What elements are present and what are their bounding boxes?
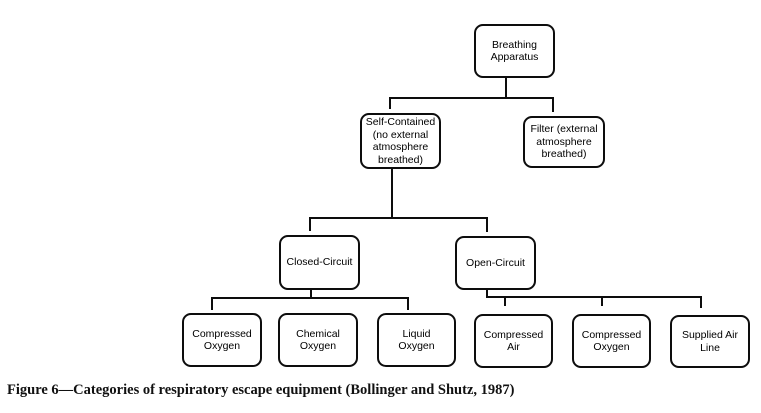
node-compressed-oxygen-closed: Compressed Oxygen — [182, 313, 262, 367]
node-filter: Filter (external atmosphere breathed) — [523, 116, 605, 168]
node-compressed-oxygen-open: Compressed Oxygen — [572, 314, 651, 368]
node-breathing-apparatus: Breathing Apparatus — [474, 24, 555, 78]
node-self-contained: Self-Contained (no external atmosphere b… — [360, 113, 441, 169]
node-supplied-air-line: Supplied Air Line — [670, 315, 750, 368]
node-open-circuit: Open-Circuit — [455, 236, 536, 290]
node-liquid-oxygen: Liquid Oxygen — [377, 313, 456, 367]
node-compressed-air: Compressed Air — [474, 314, 553, 368]
tree-connectors — [211, 77, 702, 310]
node-chemical-oxygen: Chemical Oxygen — [278, 313, 358, 367]
figure-caption: Figure 6—Categories of respiratory escap… — [7, 382, 515, 398]
node-closed-circuit: Closed-Circuit — [279, 235, 360, 290]
